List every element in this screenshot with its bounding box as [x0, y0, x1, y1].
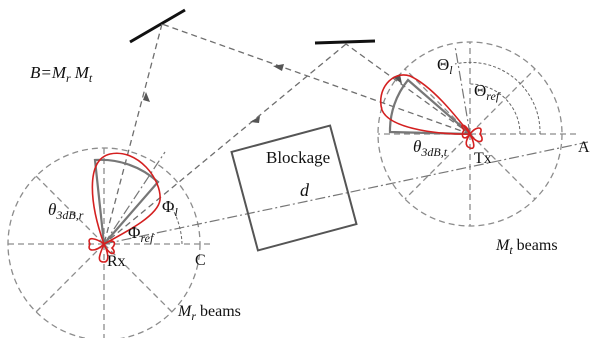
eq-mr: M	[51, 63, 67, 82]
reflector-surface-1	[129, 8, 186, 44]
arrow-1	[273, 64, 284, 71]
rx-node-label: Rx	[107, 253, 126, 270]
blockage-box	[230, 124, 358, 252]
tx-beams-label: Mt beams	[495, 237, 558, 257]
tx-ref-point-a: A	[578, 139, 590, 156]
rx-theta-label: θ3dB,r	[48, 200, 84, 222]
rx-phi-ref-label: Φref	[128, 223, 155, 245]
eq-lhs: B	[30, 63, 41, 82]
los-path	[103, 141, 589, 245]
eq-equals: =	[40, 63, 51, 82]
tx-big-theta-l-label: Θl	[437, 55, 453, 77]
rx-phi-l-label: Φl	[162, 197, 178, 219]
tx-node-label: Tx	[474, 150, 492, 167]
distance-label: d	[300, 180, 310, 200]
reflected-path-1	[103, 23, 471, 245]
rx-beam-circle	[7, 147, 210, 338]
tx-theta-arc	[454, 61, 541, 135]
eq-mt: M	[74, 63, 90, 82]
reflected-path-2	[103, 43, 471, 245]
rx-ref-point-c: C	[195, 252, 206, 269]
reflector-surface-2	[314, 39, 376, 45]
rx-radiation-pattern	[88, 152, 161, 263]
path-arrows	[143, 64, 402, 123]
arrow-4	[250, 116, 260, 123]
arrow-2	[143, 92, 150, 102]
tx-beam-circle	[377, 41, 580, 227]
rx-beam-sector	[93, 158, 160, 247]
tx-beam-sector	[388, 78, 474, 136]
eq-mr-sub: r	[66, 71, 71, 85]
rx-phi-arc	[171, 207, 183, 245]
tx-radiation-pattern	[379, 74, 483, 150]
tx-ref-line	[454, 45, 471, 135]
rx-beams-label: Mr beams	[177, 303, 241, 323]
rx-ref-line	[103, 151, 166, 245]
tx-theta-label: θ3dB,t	[413, 137, 448, 159]
eq-mt-sub: t	[89, 71, 93, 85]
angle-arcs	[171, 61, 541, 245]
tx-big-theta-ref-label: Θref	[474, 81, 501, 103]
blockage-label: Blockage	[266, 148, 330, 167]
